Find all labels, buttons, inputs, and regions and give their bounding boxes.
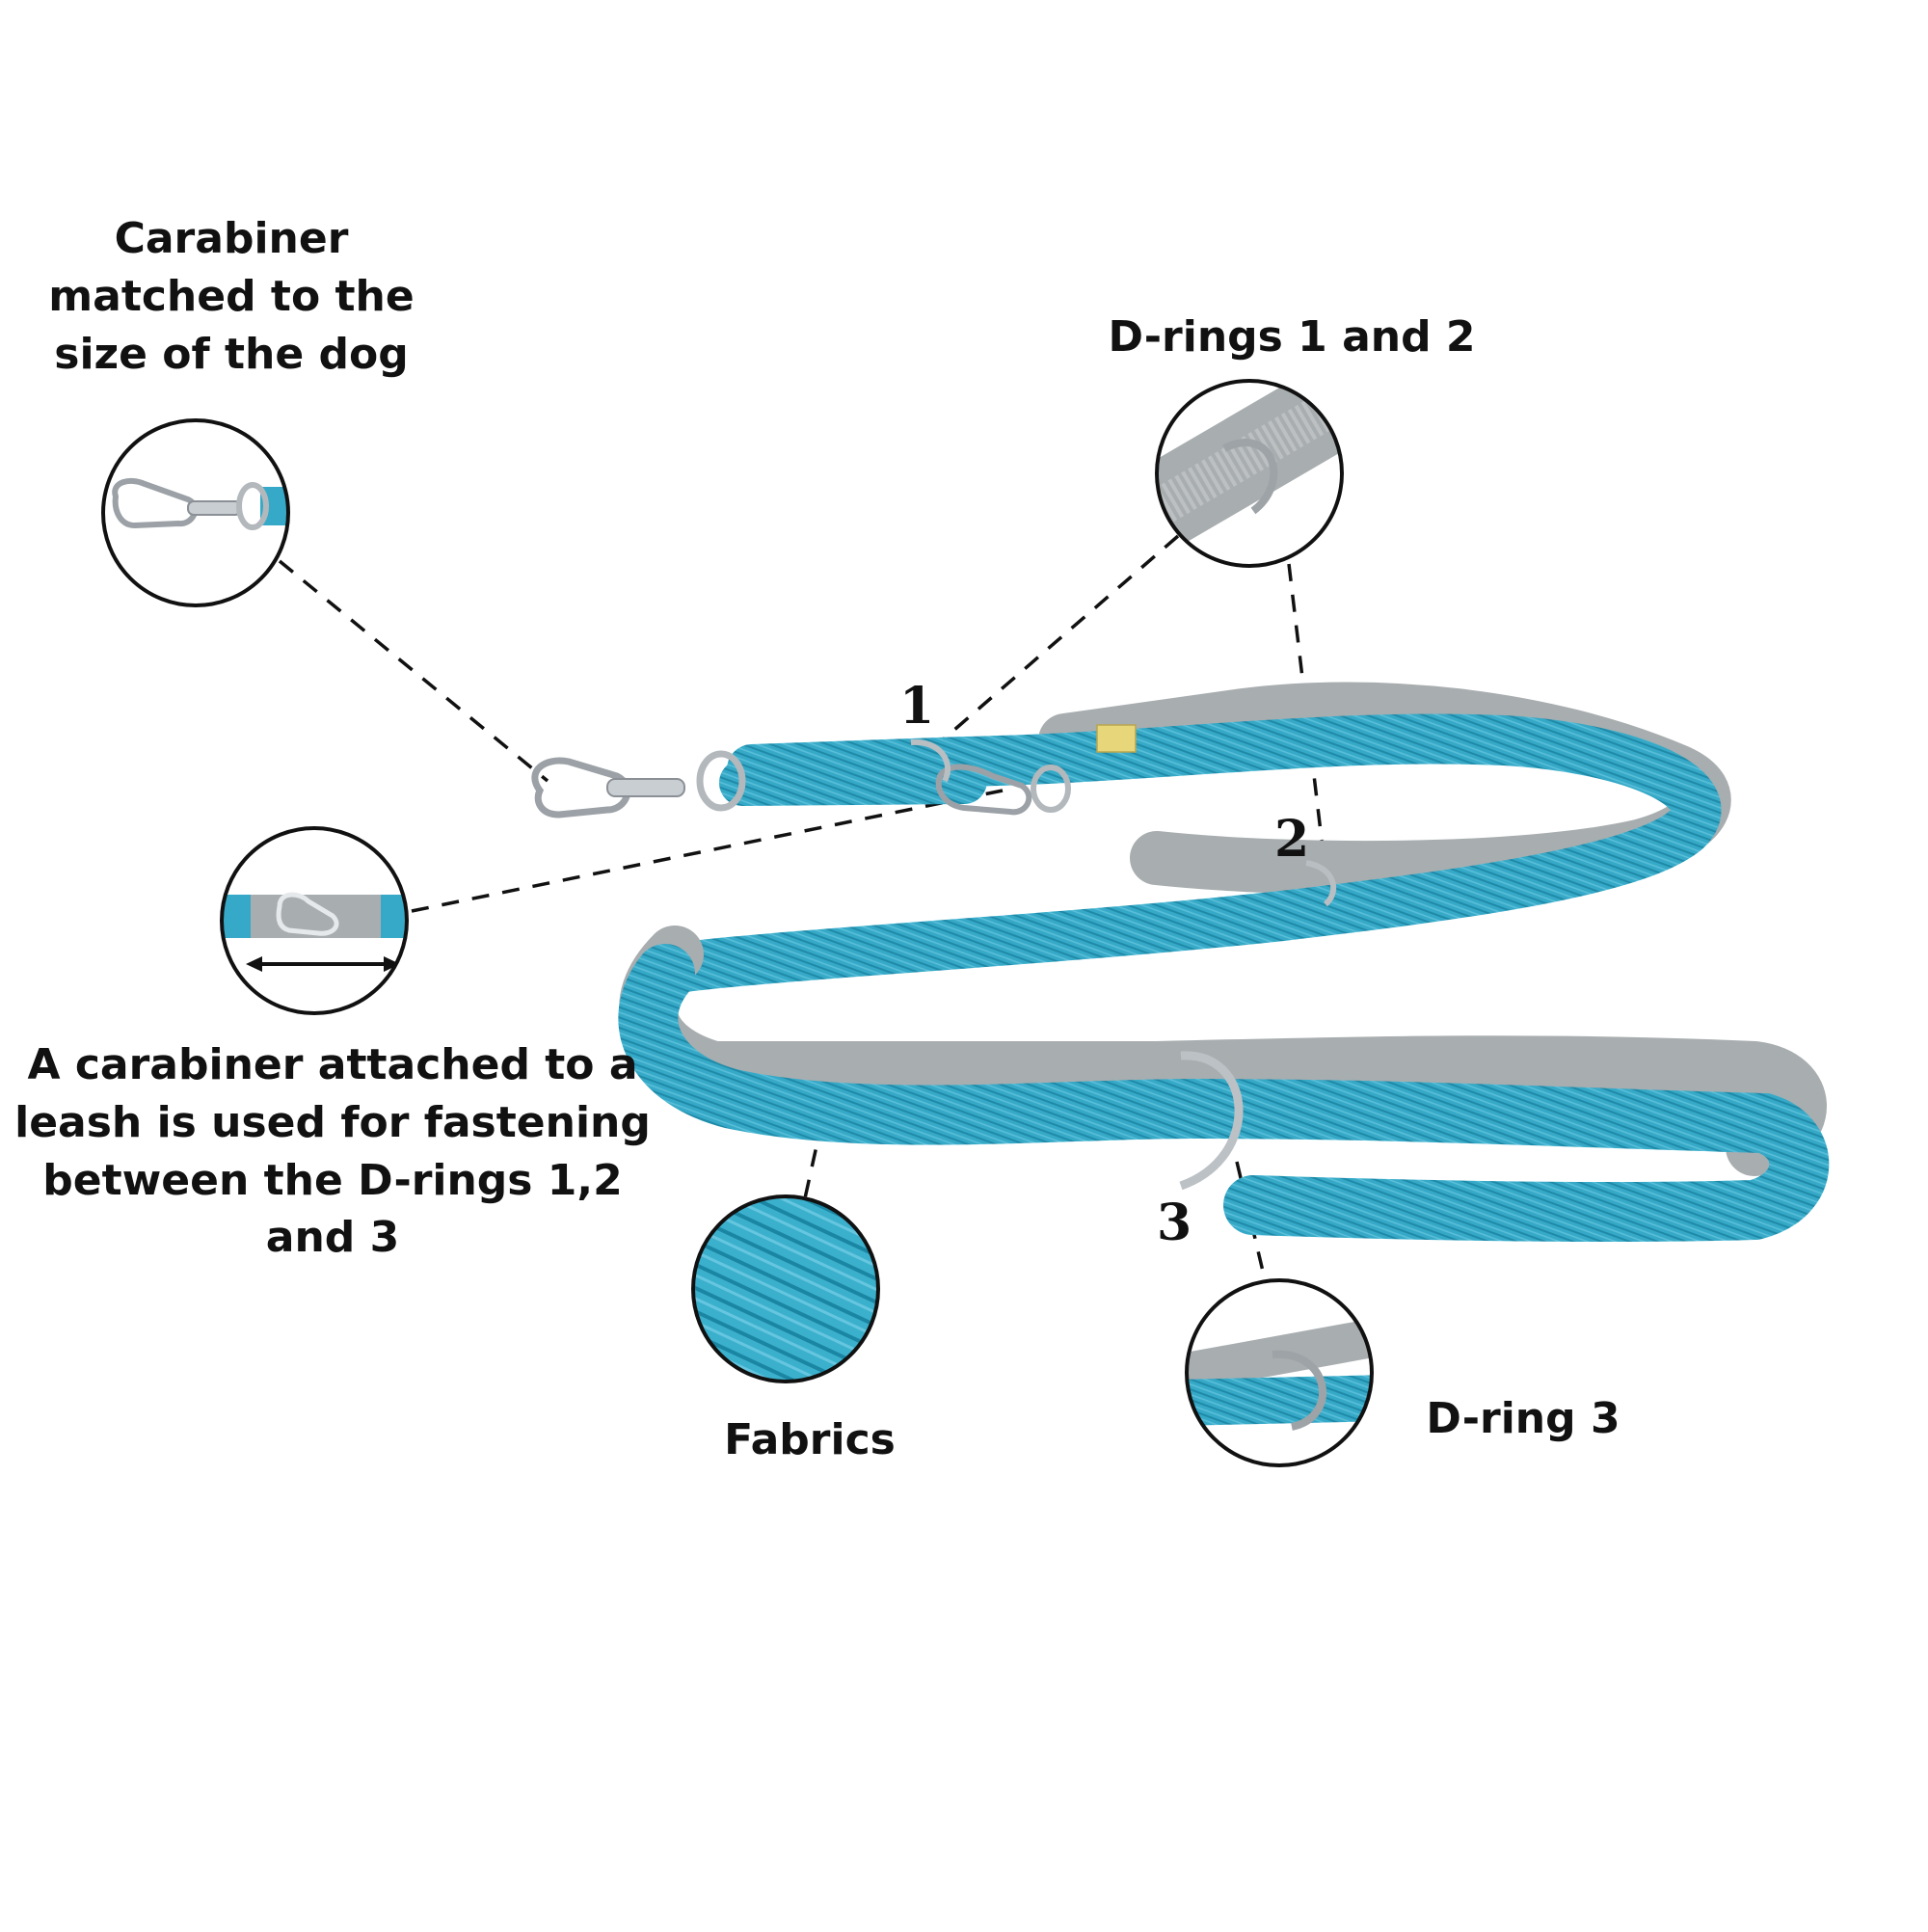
leader-fabric <box>803 1088 831 1199</box>
d-ring-2 <box>1305 860 1337 907</box>
leader-dring-3 <box>1235 1161 1267 1280</box>
attached-carabiner-label: A carabiner attached to a leash is used … <box>0 1036 665 1267</box>
fabrics-label: Fabrics <box>724 1415 896 1464</box>
attached-label-line-2: leash is used for fastening <box>14 1097 651 1147</box>
leader-attached <box>411 789 1004 913</box>
d-ring-1 <box>910 738 951 783</box>
carabiner-label-line-2: matched to the <box>48 271 415 321</box>
attached-label-line-1: A carabiner attached to a <box>27 1040 638 1089</box>
brand-tag <box>1096 724 1137 753</box>
leader-carabiner <box>278 559 549 783</box>
carabiner-label-line-1: Carabiner <box>114 214 349 263</box>
carabiner-zoom-icon <box>101 418 290 607</box>
marker-1: 1 <box>899 677 935 736</box>
attached-label-line-3: between the D-rings 1,2 and 3 <box>42 1155 623 1263</box>
main-carabiner <box>531 750 746 818</box>
d-rings-12-label: D-rings 1 and 2 <box>1108 312 1476 362</box>
d-ring-zoom-icon <box>1155 379 1344 568</box>
carabiner-label: Carabiner matched to the size of the dog <box>39 210 424 383</box>
d-ring-3 <box>1179 1051 1244 1191</box>
marker-3: 3 <box>1157 1194 1192 1252</box>
leash-strap-top <box>645 713 1722 994</box>
d-ring-3-label: D-ring 3 <box>1426 1394 1620 1443</box>
leash <box>531 682 1830 1243</box>
marker-2: 2 <box>1274 810 1310 869</box>
fabric-texture-zoom-icon <box>691 1194 880 1383</box>
leash-strap-bottom <box>618 944 1830 1243</box>
leader-dring-1 <box>938 534 1180 744</box>
attached-carabiner <box>935 764 1071 816</box>
leash-tab <box>719 758 987 806</box>
carabiner-attached-zoom-icon <box>220 826 409 1015</box>
d-ring-3-zoom-icon <box>1185 1278 1374 1467</box>
carabiner-label-line-3: size of the dog <box>54 329 409 379</box>
